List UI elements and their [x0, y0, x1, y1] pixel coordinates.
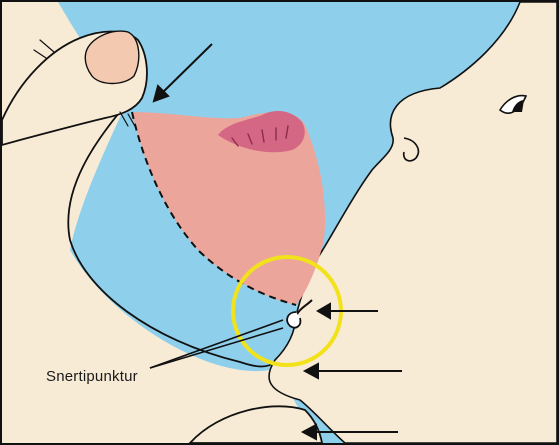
label-snertipunktur: Snertipunktur [46, 368, 138, 385]
